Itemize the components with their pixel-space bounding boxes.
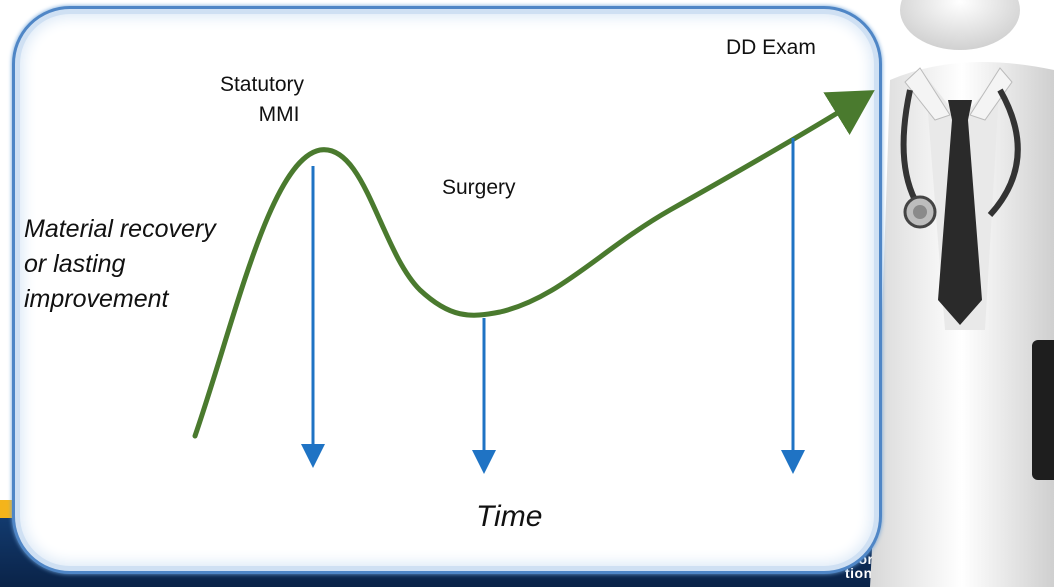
y-axis-label-line1: Material recovery: [24, 215, 216, 243]
y-axis-label: Material recovery or lasting improvement: [24, 212, 254, 317]
y-axis-label-line2: or lasting: [24, 250, 126, 278]
statutory-mmi-label-line2: MMI: [258, 103, 300, 126]
recovery-curve: [192, 90, 875, 439]
statutory-mmi-label: Statutory MMI: [212, 70, 312, 130]
y-axis-label-line3: improvement: [24, 285, 169, 313]
surgery-label: Surgery: [442, 176, 516, 199]
footer-logo-line2: tion: [845, 565, 873, 581]
statutory-mmi-label-line1: Statutory: [219, 73, 305, 96]
content-panel: [12, 6, 882, 574]
dd-exam-label: DD Exam: [726, 36, 816, 59]
x-axis-label: Time: [476, 500, 543, 533]
